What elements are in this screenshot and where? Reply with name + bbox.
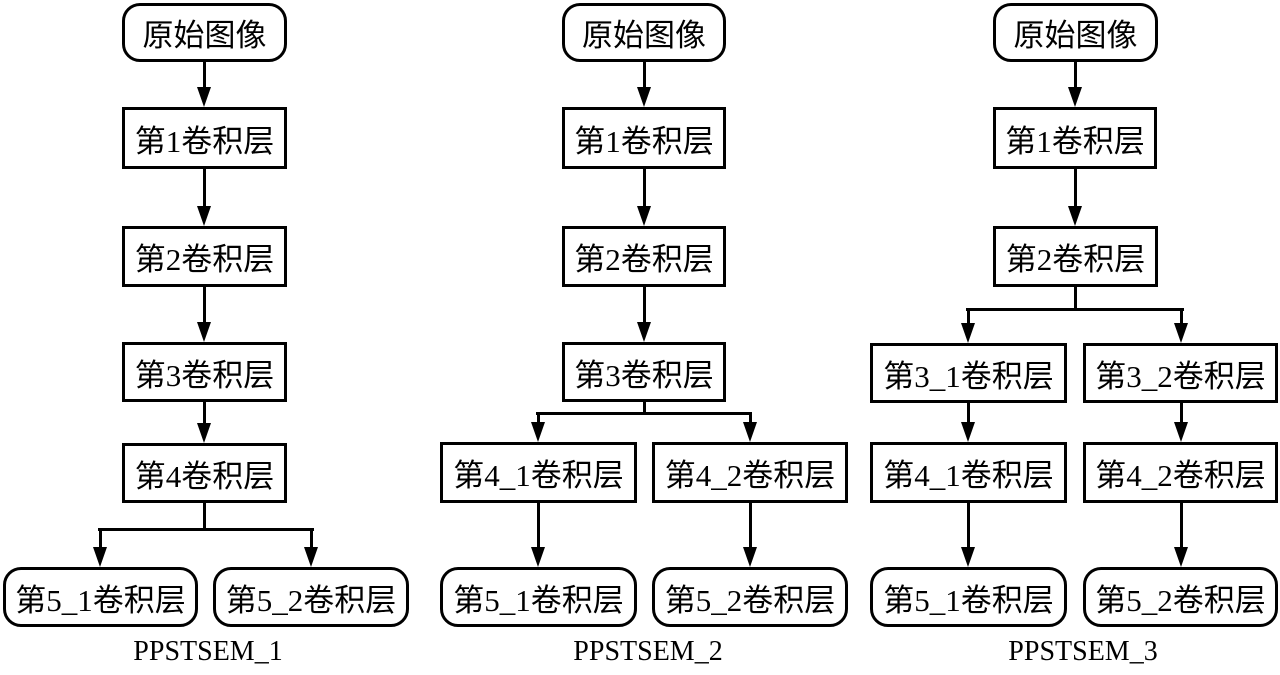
arrow-down-icon <box>196 169 212 226</box>
node-conv3: 第3卷积层 <box>122 342 287 402</box>
node-conv5-2: 第5_2卷积层 <box>213 567 409 627</box>
arrow-down-icon <box>742 503 758 567</box>
arrow-down-icon <box>530 412 546 442</box>
node-conv3: 第3卷积层 <box>562 342 726 402</box>
node-conv5-2: 第5_2卷积层 <box>1083 567 1278 627</box>
node-conv4-2: 第4_2卷积层 <box>652 442 848 503</box>
node-input-image: 原始图像 <box>122 3 287 62</box>
node-conv3-1: 第3_1卷积层 <box>870 343 1067 403</box>
node-conv4-1: 第4_1卷积层 <box>870 442 1067 503</box>
arrow-down-icon <box>92 528 108 567</box>
arrow-down-icon <box>960 403 976 442</box>
node-conv1: 第1卷积层 <box>993 107 1157 169</box>
arrow-down-icon <box>960 308 976 343</box>
arrow-down-icon <box>196 62 212 107</box>
arrow-down-icon <box>196 287 212 342</box>
diagram-1-caption: PPSTSEM_1 <box>133 636 283 667</box>
arrow-down-icon <box>636 62 652 107</box>
node-conv2: 第2卷积层 <box>993 226 1158 287</box>
node-input-image: 原始图像 <box>562 3 726 62</box>
branch-connector <box>966 308 1184 311</box>
branch-stem <box>1073 287 1077 311</box>
branch-connector <box>98 528 314 531</box>
diagram-3-caption: PPSTSEM_3 <box>1008 636 1158 667</box>
arrow-down-icon <box>636 287 652 342</box>
arrow-down-icon <box>636 169 652 226</box>
arrow-down-icon <box>1067 169 1083 226</box>
arrow-down-icon <box>196 402 212 443</box>
node-conv4-2: 第4_2卷积层 <box>1083 442 1278 503</box>
arrow-down-icon <box>1173 308 1189 343</box>
arrow-down-icon <box>1173 403 1189 442</box>
arrow-down-icon <box>960 503 976 567</box>
branch-connector <box>536 412 752 415</box>
node-conv1: 第1卷积层 <box>122 107 287 169</box>
branch-stem <box>202 503 206 531</box>
node-conv2: 第2卷积层 <box>122 226 287 287</box>
arrow-down-icon <box>1173 503 1189 567</box>
diagram-2-caption: PPSTSEM_2 <box>573 636 723 667</box>
node-conv4-1: 第4_1卷积层 <box>440 442 637 503</box>
node-conv5-1: 第5_1卷积层 <box>870 567 1067 627</box>
node-conv5-1: 第5_1卷积层 <box>3 567 198 627</box>
node-input-image: 原始图像 <box>993 3 1158 62</box>
arrow-down-icon <box>303 528 319 567</box>
branch-stem <box>642 402 646 415</box>
arrow-down-icon <box>1067 62 1083 107</box>
node-conv5-2: 第5_2卷积层 <box>652 567 848 627</box>
node-conv1: 第1卷积层 <box>562 107 726 169</box>
node-conv4: 第4卷积层 <box>122 443 287 503</box>
arrow-down-icon <box>530 503 546 567</box>
arrow-down-icon <box>742 412 758 442</box>
node-conv5-1: 第5_1卷积层 <box>440 567 637 627</box>
node-conv3-2: 第3_2卷积层 <box>1083 343 1278 403</box>
node-conv2: 第2卷积层 <box>562 226 726 287</box>
